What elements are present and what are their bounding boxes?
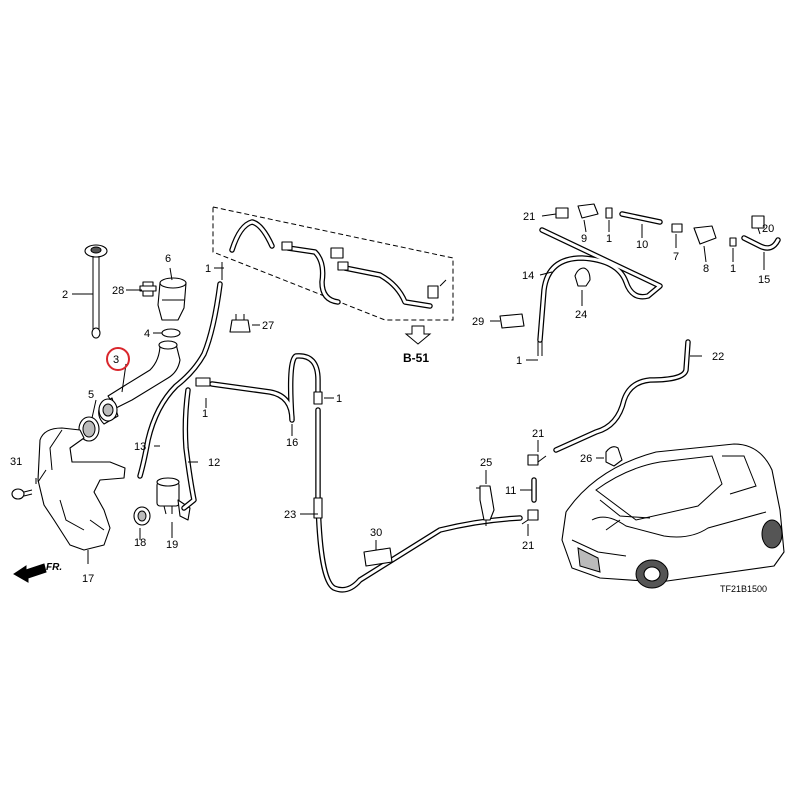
callout-15[interactable]: 15 [758, 274, 770, 286]
grommet-4 [161, 328, 181, 338]
bracket-28 [139, 281, 157, 297]
callout-26[interactable]: 26 [580, 453, 592, 465]
grommet-18 [133, 506, 151, 526]
callout-3[interactable]: 3 [113, 354, 119, 366]
clip-24 [574, 267, 591, 287]
callout-4[interactable]: 4 [144, 328, 150, 340]
callout-labels: 1 1 1 1 1 1 2 3 4 5 6 7 8 9 10 11 12 13 … [10, 211, 774, 585]
callout-21[interactable]: 21 [532, 428, 544, 440]
pad-29 [499, 313, 525, 329]
leader-lines [35, 213, 765, 564]
highlight-circle [106, 347, 130, 371]
callout-16[interactable]: 16 [286, 437, 298, 449]
callout-1[interactable]: 1 [516, 355, 522, 367]
callout-17[interactable]: 17 [82, 573, 94, 585]
reference-arrow [404, 325, 432, 345]
callout-7[interactable]: 7 [673, 251, 679, 263]
callout-29[interactable]: 29 [472, 316, 484, 328]
callout-19[interactable]: 19 [166, 539, 178, 551]
bolt-31 [11, 488, 33, 500]
callout-27[interactable]: 27 [262, 320, 274, 332]
front-direction-label: FR. [46, 562, 62, 573]
callout-13[interactable]: 13 [134, 441, 146, 453]
callout-8[interactable]: 8 [703, 263, 709, 275]
car-illustration [561, 443, 785, 589]
callout-22[interactable]: 22 [712, 351, 724, 363]
callout-1[interactable]: 1 [202, 408, 208, 420]
filler-cap-dipstick [84, 244, 108, 339]
callout-28[interactable]: 28 [112, 285, 124, 297]
callout-1[interactable]: 1 [205, 263, 211, 275]
diagram-code: TF21B1500 [720, 584, 767, 594]
front-direction-arrow [13, 563, 47, 583]
callout-14[interactable]: 14 [522, 270, 534, 282]
callout-6[interactable]: 6 [165, 253, 171, 265]
callout-18[interactable]: 18 [134, 537, 146, 549]
callout-25[interactable]: 25 [480, 457, 492, 469]
filler-neck [98, 340, 181, 425]
callout-12[interactable]: 12 [208, 457, 220, 469]
callout-23[interactable]: 23 [284, 509, 296, 521]
callout-21[interactable]: 21 [523, 211, 535, 223]
detail-box [212, 206, 454, 321]
callout-9[interactable]: 9 [581, 233, 587, 245]
callout-24[interactable]: 24 [575, 309, 587, 321]
nozzle-row [555, 203, 781, 251]
callout-30[interactable]: 30 [370, 527, 382, 539]
seal-ring [78, 416, 100, 442]
callout-21[interactable]: 21 [522, 540, 534, 552]
clip-27 [229, 314, 251, 333]
callout-10[interactable]: 10 [636, 239, 648, 251]
callout-31[interactable]: 31 [10, 456, 22, 468]
washer-tank [37, 427, 126, 551]
callout-2[interactable]: 2 [62, 289, 68, 301]
inlet-part-6 [157, 277, 187, 321]
callout-1[interactable]: 1 [606, 233, 612, 245]
callout-1[interactable]: 1 [730, 263, 736, 275]
callout-1[interactable]: 1 [336, 393, 342, 405]
callout-20[interactable]: 20 [762, 223, 774, 235]
washer-pump-19 [156, 477, 191, 521]
callout-5[interactable]: 5 [88, 389, 94, 401]
bracket-25 [476, 485, 495, 526]
reference-label[interactable]: B-51 [403, 351, 429, 365]
callout-11[interactable]: 11 [505, 485, 516, 497]
